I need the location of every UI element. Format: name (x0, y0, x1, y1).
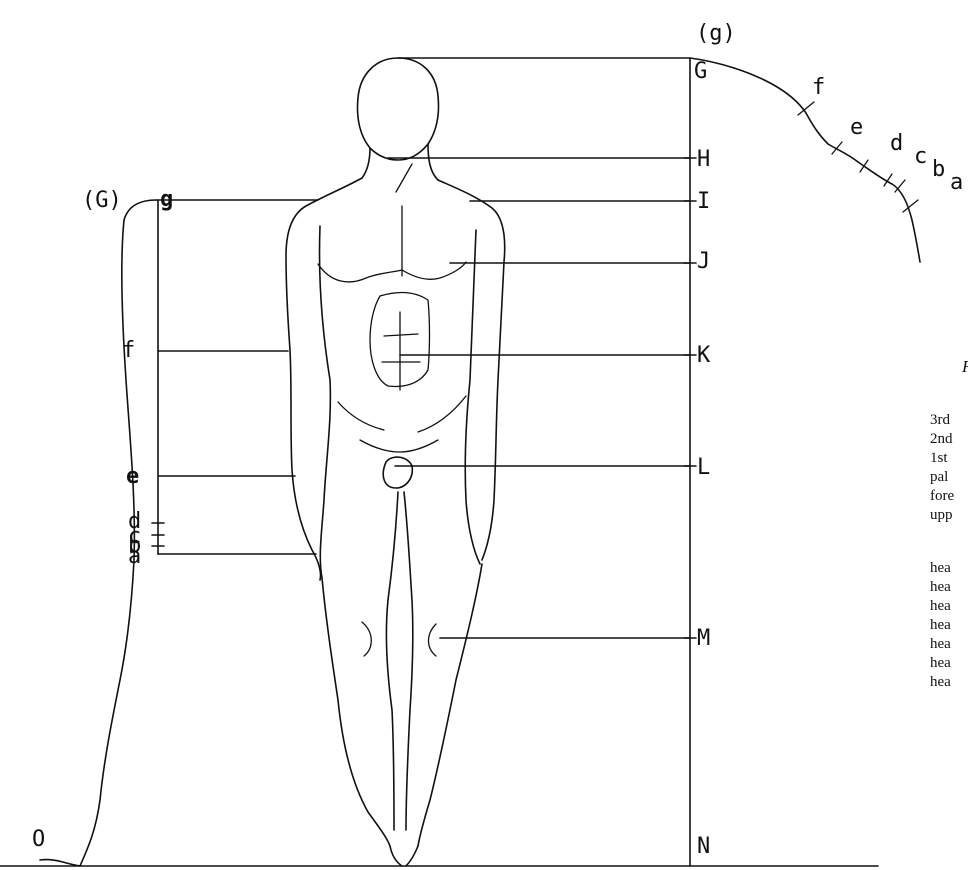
right-text-2-2: hea (930, 579, 951, 595)
curve-label-b: b (932, 157, 945, 182)
right-text-group-2: hea hea hea hea hea hea hea (930, 560, 951, 690)
right-label-M: M (697, 626, 710, 651)
figure-groin (360, 440, 438, 452)
right-text-2-6: hea (930, 655, 951, 671)
right-top-label: (g) (696, 21, 736, 46)
right-text-2-1: hea (930, 560, 951, 576)
curve-label-e: e (850, 115, 863, 140)
right-text-2-5: hea (930, 636, 951, 652)
origin-label: O (32, 827, 45, 852)
right-text-1-3: 1st (930, 450, 948, 466)
left-projection-lines (156, 200, 318, 554)
right-label-K: K (697, 343, 711, 368)
figure-left-leg-inner (386, 492, 398, 830)
figure-neck-line (396, 164, 412, 192)
right-projection-lines (388, 58, 690, 638)
right-text-group-1: 3rd 2nd 1st pal fore upp (930, 412, 954, 523)
left-label-g: g (160, 187, 173, 212)
right-text-1-5: fore (930, 488, 954, 504)
figure-left-arm-inner (319, 226, 330, 578)
right-text-1-4: pal (930, 469, 948, 485)
right-label-N: N (697, 834, 710, 859)
left-top-label: (G) (82, 188, 122, 213)
figure-right-leg-inner (404, 492, 413, 830)
figure-left-side (286, 178, 362, 580)
figure-genitals (383, 457, 412, 488)
right-text-1-1: 3rd (930, 412, 950, 428)
curve-tick-d (860, 160, 868, 172)
figure-right-foot (406, 846, 418, 866)
right-label-J: J (697, 249, 710, 274)
figure-right-side (438, 180, 505, 560)
right-label-I: I (697, 189, 710, 214)
figure-abdomen-line-h1 (384, 334, 418, 336)
left-label-f: f (122, 338, 135, 363)
right-label-G: G (694, 59, 707, 84)
figure-chest (318, 262, 466, 282)
right-text-1-6: upp (930, 507, 953, 523)
human-figure (286, 58, 505, 866)
figure-right-knee (429, 624, 437, 656)
projected-curve (690, 58, 920, 262)
curve-label-c: c (914, 144, 927, 169)
figure-left-foot (390, 846, 402, 866)
left-label-a: a (128, 544, 141, 569)
left-label-e: e (126, 464, 139, 489)
figure-head (358, 58, 439, 160)
right-text-1-2: 2nd (930, 431, 953, 447)
right-text-2-3: hea (930, 598, 951, 614)
curve-label-a: a (950, 170, 963, 195)
right-label-H: H (697, 147, 710, 172)
right-label-L: L (697, 455, 710, 480)
curve-label-f: f (812, 75, 825, 100)
figure-right-arm-inner (465, 230, 480, 564)
curve-label-d: d (890, 131, 903, 156)
figure-left-leg-outer (322, 578, 390, 846)
right-heading-fragment: F (961, 357, 968, 376)
figure-right-leg-outer (418, 564, 482, 846)
right-text-2-4: hea (930, 617, 951, 633)
figure-left-knee (362, 622, 371, 656)
figure-pelvis (338, 396, 466, 432)
right-text-2-7: hea (930, 674, 951, 690)
figure-neck (362, 144, 438, 180)
